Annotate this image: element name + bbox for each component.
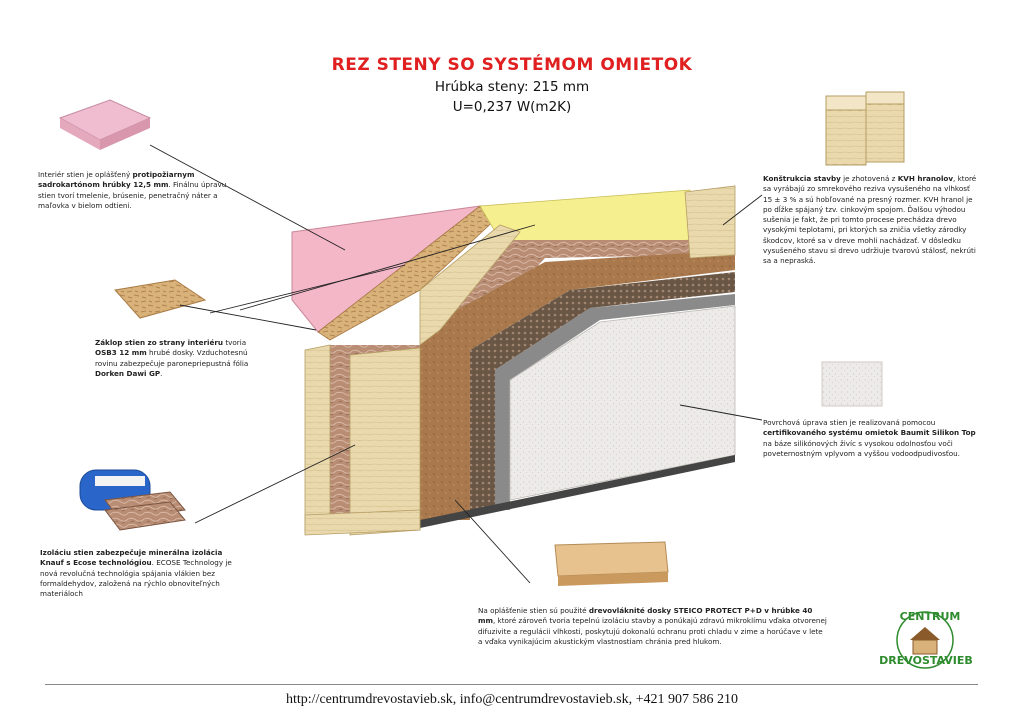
logo-house-icon (896, 611, 954, 669)
page-title: REZ STENY SO SYSTÉMOM OMIETOK (331, 55, 693, 75)
mesh-layer (470, 272, 735, 515)
leader-lines (149, 144, 763, 584)
insulation-product-image (79, 469, 186, 531)
note-insulation: Izoláciu stien zabezpečuje minerálna izo… (40, 548, 232, 599)
timber-stud-front (349, 347, 421, 536)
fiberboard-layer (420, 250, 735, 520)
plaster-product-image (821, 361, 883, 407)
drywall-product-image (58, 99, 152, 150)
base-coat-layer (495, 294, 735, 510)
osb-product-image (114, 279, 207, 319)
timber-plate-bottom (304, 509, 421, 536)
note-osb: Záklop stien zo strany interiéru tvoria … (95, 338, 249, 378)
note-steico: Na oplášťenie stien sú použité drevovlák… (478, 606, 827, 646)
logo-text-top: CENTRUM (899, 610, 961, 623)
note-kvh: Konštrukcia stavby je zhotovená z KVH hr… (763, 174, 977, 266)
note-interior: Interiér stien je oplášťený protipožiarn… (38, 170, 227, 210)
footer-contact: http://centrumdrevostavieb.sk, info@cent… (286, 692, 738, 707)
timber-stud-left (304, 344, 331, 533)
plaster-layer (509, 305, 736, 501)
timber-stud-diagonal (419, 224, 521, 346)
osb-layer (317, 205, 501, 341)
logo-text-bottom: DREVOSTAVIEB (879, 654, 973, 667)
insulation-layer-top (430, 240, 690, 350)
steico-product-image (554, 541, 669, 586)
timber-stud-back (684, 185, 736, 259)
kvh-product-image (825, 91, 905, 166)
note-plaster: Povrchová úprava stien je realizovaná po… (763, 418, 976, 458)
u-value: U=0,237 W(m2K) (452, 99, 572, 115)
footer-divider (45, 684, 978, 685)
wall-thickness: Hrúbka steny: 215 mm (434, 79, 590, 95)
